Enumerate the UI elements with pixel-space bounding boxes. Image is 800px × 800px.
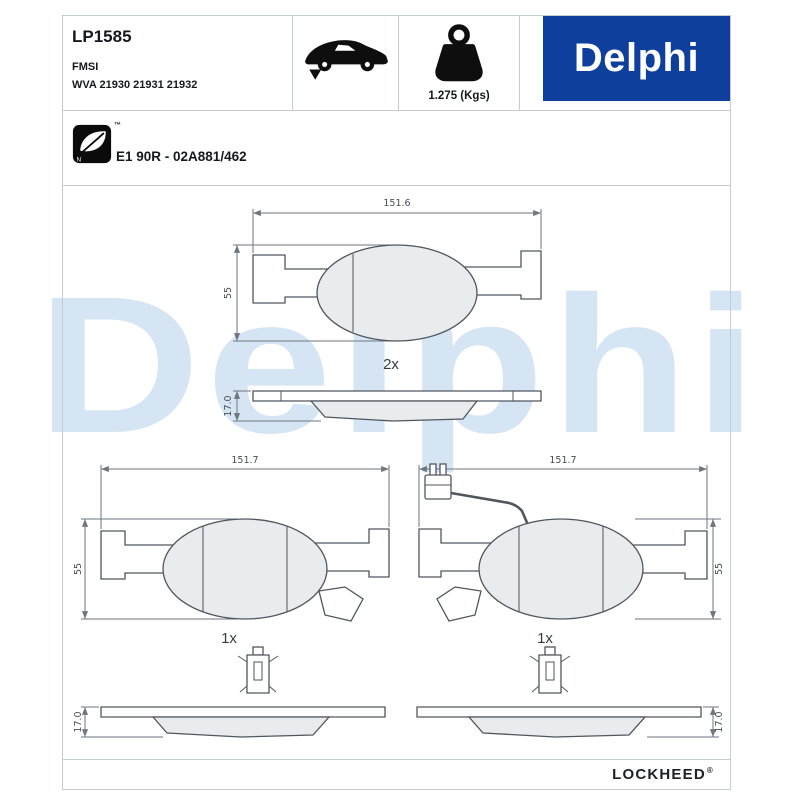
dim-width: 151.7 [549, 455, 576, 466]
eco-leaf-icon: N [72, 124, 112, 163]
top-pad-side-view: 2x 17.0 [223, 356, 542, 422]
delphi-logo: Delphi [543, 16, 730, 101]
dim-thickness: 17.0 [714, 711, 725, 732]
friction-profile [309, 400, 479, 422]
sensor-connector-pin [439, 463, 447, 477]
eco-letter: N [77, 156, 82, 163]
car-icon [304, 40, 388, 80]
bottom-right-pad-side-view: 1x 17.0 [416, 630, 725, 738]
sensor-connector-body [424, 474, 452, 500]
backplate-profile [100, 706, 386, 718]
abutment-clip [529, 646, 571, 694]
lockheed-logo-text: LOCKHEED® [612, 766, 714, 783]
backplate [100, 528, 390, 622]
sensor-wire [450, 491, 530, 526]
bottom-left-pad-front-view: 151.7 55 [73, 455, 390, 622]
weight-cell: 1.275 (Kgs) [399, 16, 520, 110]
friction-surface [316, 244, 478, 342]
mounting-lug [318, 586, 364, 622]
datasheet-frame: LP1585 FMSI WVA 21930 21931 21932 1.275 … [62, 15, 731, 790]
quantity-label: 2x [383, 356, 399, 373]
backplate-profile [252, 390, 542, 402]
logo-cell: Delphi [520, 16, 730, 110]
top-pad-front-view: 151.6 55 [223, 198, 542, 342]
weight-value: 1.275 (Kgs) [428, 90, 490, 102]
header: LP1585 FMSI WVA 21930 21931 21932 1.275 … [63, 16, 730, 111]
dimension-lines: 17.0 [223, 390, 321, 422]
friction-profile [467, 716, 647, 738]
part-number: LP1585 [72, 27, 132, 46]
dimension-lines: 151.7 55 [73, 455, 390, 620]
dim-thickness: 17.0 [73, 711, 84, 732]
footer: LOCKHEED® [63, 759, 730, 789]
friction-profile [151, 716, 331, 738]
wva-numbers: WVA 21930 21931 21932 [72, 79, 198, 91]
quantity-label: 1x [537, 630, 553, 647]
weight-icon [435, 24, 483, 82]
friction-surface [162, 518, 328, 620]
trademark-symbol: ™ [114, 122, 121, 129]
dim-width: 151.7 [231, 455, 258, 466]
registered-symbol: ® [706, 766, 714, 775]
part-info-cell: LP1585 FMSI WVA 21930 21931 21932 [63, 16, 293, 110]
bottom-left-pad-side-view: 1x 17.0 [73, 630, 386, 738]
dim-thickness: 17.0 [223, 395, 234, 416]
vehicle-cell [293, 16, 399, 110]
dim-width: 151.6 [383, 198, 410, 209]
dimension-lines: 151.7 55 [418, 455, 725, 620]
dimension-lines: 17.0 [647, 706, 725, 738]
backplate [418, 528, 708, 622]
warning-triangle-icon [308, 69, 321, 80]
sensor-connector-pin [429, 463, 437, 477]
wear-sensor [424, 463, 530, 526]
dimension-lines: 17.0 [73, 706, 163, 738]
delphi-logo-text: Delphi [573, 36, 700, 80]
approval-row: N ™ E1 90R - 02A881/462 [63, 111, 730, 186]
backplate-profile [416, 706, 702, 718]
dim-height: 55 [223, 287, 234, 299]
backplate [252, 250, 542, 304]
fmsi-label: FMSI [72, 61, 99, 73]
abutment-clip [237, 646, 279, 694]
friction-surface [478, 518, 644, 620]
dimension-lines: 151.6 55 [223, 198, 542, 342]
mounting-lug [436, 586, 482, 622]
dim-height: 55 [714, 563, 725, 575]
quantity-label: 1x [221, 630, 237, 647]
dim-height: 55 [73, 563, 84, 575]
ece-approval-number: E1 90R - 02A881/462 [116, 149, 247, 164]
bottom-right-pad-front-view: 151.7 55 [418, 455, 725, 622]
